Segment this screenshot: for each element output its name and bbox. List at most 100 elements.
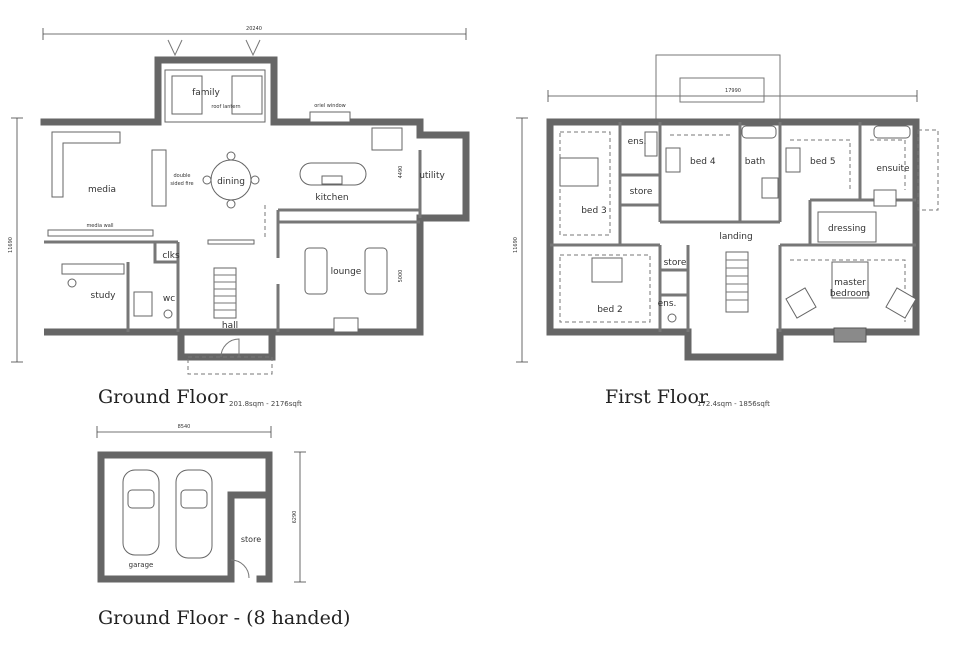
ensuite-shower (873, 189, 897, 207)
ensuite-bay-projection (917, 129, 939, 211)
roof-lantern-outline (655, 54, 781, 122)
front-porch (187, 356, 273, 375)
kitchen-dim-label: 4490 (398, 166, 404, 179)
bed4-bed (665, 147, 681, 173)
garage-width-dimension: 8540 (96, 424, 272, 438)
lounge-sofa-right (364, 247, 388, 295)
ground-floor-internal-walls (44, 150, 422, 332)
bed2-bed (591, 257, 623, 283)
garage-height-label: 6290 (292, 511, 298, 524)
master-bedroom: master bedroom (785, 261, 917, 343)
family-room: family roof lantern (164, 39, 266, 123)
study-label: study (91, 291, 117, 301)
oriel-window (309, 111, 351, 123)
master-bed (831, 261, 869, 299)
front-door-swing (220, 338, 240, 358)
master-armchair-right (885, 287, 917, 319)
dressing-room: dressing (817, 211, 877, 243)
store-mid-label: store (664, 258, 687, 268)
ensuite-bath (873, 125, 911, 139)
media-wall-label: media wall (86, 223, 113, 229)
master-armchair-left (785, 287, 817, 319)
bed2-label: bed 2 (597, 305, 623, 315)
kitchen-area: kitchen 4490 (299, 127, 404, 203)
dining-chair (226, 199, 236, 209)
utility-wall (416, 131, 470, 222)
landing-area: landing (719, 232, 753, 313)
fire-label-1: double (173, 173, 190, 179)
clks-label: clks (162, 251, 180, 261)
store-top-label: store (630, 187, 653, 197)
ground-floor-height-label: 11690 (8, 237, 14, 253)
lounge-fireplace (333, 317, 359, 333)
ground-floor-area: 201.8sqm - 2176sqft (229, 400, 302, 408)
ground-floor-width-label: 20240 (246, 26, 262, 32)
ground-floor-title: Ground Floor (98, 386, 229, 408)
hall-staircase (213, 267, 237, 319)
hall-fire-unit (207, 239, 255, 245)
ens-bottom-toilet (667, 313, 677, 323)
dressing-label: dressing (828, 224, 866, 234)
fire-label-2: sided fire (170, 181, 193, 187)
media-corner-sofa (51, 131, 121, 198)
bath-shower (761, 177, 779, 199)
roof-lantern-glass (679, 77, 765, 103)
media-label: media (88, 185, 116, 195)
bed3-bed (559, 157, 599, 187)
bed5-bed (785, 147, 801, 173)
dining-chair (250, 175, 260, 185)
kitchen-label: kitchen (315, 193, 348, 203)
kitchen-island (299, 162, 367, 186)
study-area: study (61, 263, 125, 301)
car-right (175, 469, 213, 559)
dressing-outline (817, 211, 877, 243)
bed4-label: bed 4 (690, 157, 716, 167)
lounge-label: lounge (331, 267, 362, 277)
hall-area: hall (187, 239, 273, 375)
media-wall-unit (47, 229, 154, 237)
dining-chair (202, 175, 212, 185)
first-floor-width-label: 17990 (725, 88, 741, 94)
master-label-2: bedroom (830, 289, 870, 299)
first-floor-width-dimension: 17990 (547, 88, 918, 102)
study-desk (61, 263, 125, 275)
first-floor-area: 172.4sqm - 1856sqft (697, 400, 770, 408)
family-sofa-right (231, 75, 263, 115)
garage-label: garage (129, 561, 154, 569)
oriel-window-label: oriel window (314, 103, 346, 109)
bath-tub (741, 125, 777, 139)
garage-walls (97, 451, 273, 583)
wc-room: wc (133, 291, 175, 319)
car-left-windscreen (127, 489, 155, 509)
first-floor-internal-walls (550, 122, 916, 332)
garage-plan: 8540 6290 garage store Ground Floor - (8… (96, 424, 350, 629)
bed5-label: bed 5 (810, 157, 836, 167)
garage-store-label: store (241, 535, 261, 544)
bath-label: bath (745, 157, 765, 167)
media-room: media double sided fire (51, 131, 194, 207)
garage-plan-title: Ground Floor - (8 handed) (98, 607, 350, 629)
master-bay-window (833, 327, 867, 343)
lounge-area: lounge 5000 (304, 247, 404, 333)
first-floor-title: First Floor (605, 386, 709, 408)
first-floor-plan: 17990 11690 bed 3 ens. store bed 4 (513, 54, 939, 408)
car-left (122, 469, 160, 556)
ground-floor-plan: 20240 11690 media wall family roof lante… (8, 26, 470, 408)
landing-staircase (725, 251, 749, 313)
ens-bottom-label: ens. (658, 299, 677, 309)
bed3-room: bed 3 (559, 157, 607, 216)
lounge-dim-label: 5000 (398, 270, 404, 283)
bed5-room: bed 5 (785, 147, 836, 173)
study-chair (67, 278, 77, 288)
lounge-sofa-left (304, 247, 328, 295)
ground-floor-width-dimension: 20240 (42, 26, 467, 40)
garage-store-door-swing (230, 559, 250, 579)
bed3-label: bed 3 (581, 206, 607, 216)
ground-floor-height-dimension: 11690 (8, 117, 23, 363)
ensuite-room: ensuite (873, 125, 911, 207)
ens-top-label: ens. (628, 137, 647, 147)
double-sided-fire (151, 149, 167, 207)
landing-label: landing (719, 232, 752, 242)
family-sofa-left (171, 75, 203, 115)
